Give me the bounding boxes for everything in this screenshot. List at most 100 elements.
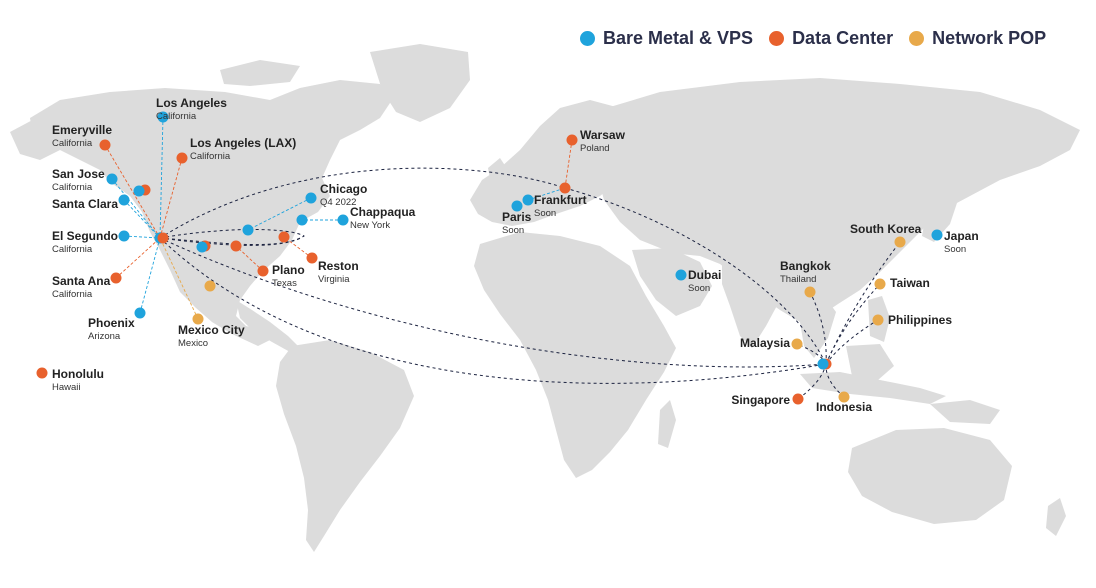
label-taiwan: Taiwan <box>890 276 930 290</box>
route-west-to-singapore-2 <box>159 237 827 384</box>
label-los-angeles-lax: Los Angeles (LAX) <box>190 136 296 150</box>
marker-bangkok[interactable] <box>804 286 816 298</box>
label-santa-ana: Santa Ana <box>52 274 111 288</box>
marker-santa-ana[interactable] <box>110 272 122 284</box>
sublabel-warsaw: Poland <box>580 143 610 154</box>
uk <box>488 158 508 190</box>
label-philippines: Philippines <box>888 313 952 327</box>
asia <box>596 78 1080 322</box>
north-america <box>30 80 392 346</box>
marker-honolulu[interactable] <box>36 367 48 379</box>
route-bangkok <box>809 291 827 365</box>
marker-plano[interactable] <box>257 265 269 277</box>
marker-singapore[interactable] <box>792 393 804 405</box>
label-singapore: Singapore <box>731 393 790 407</box>
label-san-jose: San Jose <box>52 167 105 181</box>
label-mexico-city: Mexico City <box>178 323 245 337</box>
legend-label: Bare Metal & VPS <box>603 28 754 48</box>
route-philippines <box>825 319 879 365</box>
data-center-dot-icon <box>769 31 785 46</box>
marker-south-korea[interactable] <box>894 236 906 248</box>
sublabel-el-segundo: California <box>52 244 93 255</box>
sublabel-honolulu: Hawaii <box>52 382 81 393</box>
marker-paris[interactable] <box>511 200 523 212</box>
label-chicago: Chicago <box>320 182 367 196</box>
legend-label: Network POP <box>932 28 1047 48</box>
route-taiwan <box>825 283 881 365</box>
marker-reston[interactable] <box>306 252 318 264</box>
label-honolulu: Honolulu <box>52 367 104 381</box>
label-chappaqua: Chappaqua <box>350 205 416 219</box>
label-reston: Reston <box>318 259 359 273</box>
hub-marker <box>278 231 290 243</box>
marker-phoenix[interactable] <box>134 307 146 319</box>
marker-mexico-city[interactable] <box>192 313 204 325</box>
marker-indonesia[interactable] <box>838 391 850 403</box>
marker-warsaw[interactable] <box>566 134 578 146</box>
new-guinea <box>930 400 1000 424</box>
hub-marker <box>817 358 829 370</box>
leader-warsaw <box>564 139 573 189</box>
route-south-korea <box>825 241 901 365</box>
leader-el-segundo <box>123 235 161 239</box>
marker-los-angeles[interactable] <box>157 111 169 123</box>
marker-el-segundo[interactable] <box>118 230 130 242</box>
marker-taiwan[interactable] <box>874 278 886 290</box>
hub-marker <box>157 232 169 244</box>
legend: Bare Metal & VPS Data Center Network POP <box>580 28 1046 49</box>
sublabel-chappaqua: New York <box>350 220 390 231</box>
hub-marker <box>133 185 145 197</box>
se-asia <box>790 290 836 358</box>
legend-label: Data Center <box>792 28 894 48</box>
hub-marker <box>242 224 254 236</box>
network-pop-dot-icon <box>909 31 925 46</box>
marker-chicago[interactable] <box>305 192 317 204</box>
marker-san-jose[interactable] <box>106 173 118 185</box>
madagascar <box>658 400 676 448</box>
bare-metal-dot-icon <box>580 31 595 46</box>
label-south-korea: South Korea <box>850 222 922 236</box>
marker-frankfurt[interactable] <box>522 194 534 206</box>
sublabel-japan: Soon <box>944 244 966 255</box>
label-santa-clara: Santa Clara <box>52 197 118 211</box>
marker-japan[interactable] <box>931 229 943 241</box>
label-phoenix: Phoenix <box>88 316 135 330</box>
arabia <box>632 248 712 316</box>
arctic-islands <box>220 60 300 86</box>
hub-marker <box>196 241 208 253</box>
sublabel-santa-ana: California <box>52 289 93 300</box>
route-frankfurt-to-singapore <box>564 187 827 365</box>
label-plano: Plano <box>272 263 305 277</box>
marker-dubai[interactable] <box>675 269 687 281</box>
hub-marker <box>559 182 571 194</box>
australia <box>848 428 1012 524</box>
label-paris: Paris <box>502 210 532 224</box>
leader-santa-clara <box>123 199 161 239</box>
sublabel-emeryville: California <box>52 138 93 149</box>
marker-emeryville[interactable] <box>99 139 111 151</box>
label-frankfurt: Frankfurt <box>534 193 587 207</box>
leader-frankfurt <box>527 187 566 201</box>
route-singapore <box>797 363 827 400</box>
hub-marker <box>204 280 216 292</box>
legend-item-data-center: Data Center <box>769 28 893 49</box>
borneo <box>846 344 894 380</box>
route-lines <box>159 167 901 400</box>
marker-los-angeles-lax[interactable] <box>176 152 188 164</box>
marker-malaysia[interactable] <box>791 338 803 350</box>
legend-item-network-pop: Network POP <box>909 28 1046 49</box>
sublabel-frankfurt: Soon <box>534 208 556 219</box>
greenland <box>370 44 470 122</box>
marker-santa-clara[interactable] <box>118 194 130 206</box>
label-los-angeles: Los Angeles <box>156 96 227 110</box>
sublabel-los-angeles: California <box>156 111 197 122</box>
label-warsaw: Warsaw <box>580 128 626 142</box>
leader-plano <box>235 245 264 272</box>
india <box>722 260 788 348</box>
location-labels: Los AngelesCaliforniaEmeryvilleCaliforni… <box>52 96 979 414</box>
marker-chappaqua[interactable] <box>337 214 349 226</box>
sublabel-dubai: Soon <box>688 283 710 294</box>
marker-philippines[interactable] <box>872 314 884 326</box>
label-emeryville: Emeryville <box>52 123 112 137</box>
